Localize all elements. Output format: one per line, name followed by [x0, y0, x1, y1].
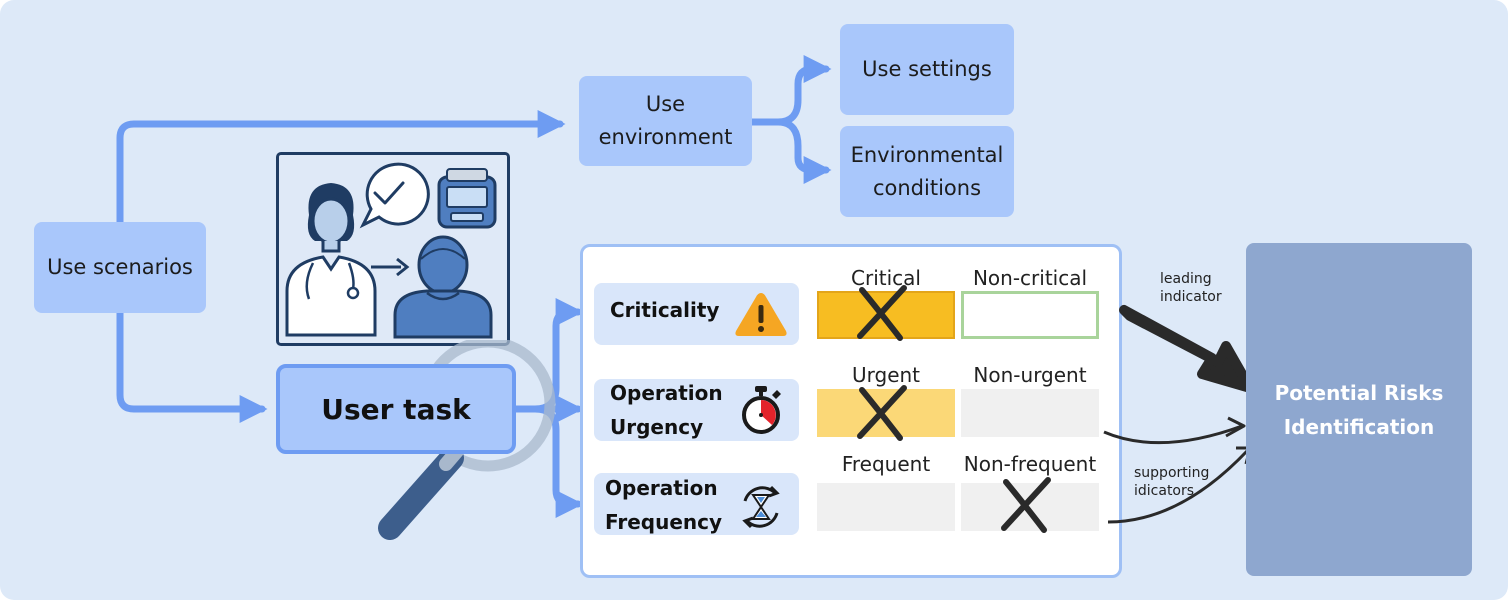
- task-assessment-panel: Criticality Critical Non-critical Operat…: [580, 244, 1122, 578]
- use-environment-label-line1: Use: [645, 92, 686, 116]
- urgency-label-line1: Operation: [610, 381, 723, 405]
- critical-cell: [817, 291, 955, 339]
- use-settings-label: Use settings: [862, 57, 992, 81]
- use-scenarios-node: Use scenarios: [34, 222, 206, 313]
- nonurgent-cell: [961, 389, 1099, 437]
- leading-indicator-note: leading indicator: [1160, 270, 1222, 306]
- frequent-cell: [817, 483, 955, 531]
- noncritical-cell: [961, 291, 1099, 339]
- supporting-indicator-arrow-1: [1103, 424, 1243, 445]
- doctor-icon: [285, 183, 377, 337]
- illustration-graphic: [285, 162, 497, 339]
- potential-risks-line2: Identification: [1283, 414, 1435, 439]
- nonurgent-header: Non-urgent: [973, 363, 1087, 387]
- arrow-right-icon: [371, 257, 410, 277]
- leading-indicator-line2: indicator: [1160, 289, 1222, 305]
- connector-scenarios-to-environment: [116, 110, 566, 226]
- connector-scenarios-to-user-task: [116, 308, 268, 423]
- medical-device-icon: [437, 168, 497, 229]
- criticality-label: Criticality: [610, 298, 720, 322]
- frequency-label-line2: Frequency: [605, 510, 723, 534]
- environmental-conditions-node: Environmental conditions: [840, 126, 1014, 217]
- potential-risks-line1: Potential Risks: [1274, 380, 1444, 405]
- frequency-label-line1: Operation: [605, 476, 718, 500]
- nonfrequent-cell: [961, 483, 1099, 531]
- supporting-indicator-arrow-2: [1107, 448, 1250, 524]
- user-task-label: User task: [321, 392, 471, 426]
- use-environment-label-line2: environment: [598, 125, 733, 149]
- cross-mark-icon: [857, 385, 907, 441]
- urgent-cell: [817, 389, 955, 437]
- potential-risks-label: Potential Risks Identification: [1275, 376, 1444, 444]
- urgency-label-line2: Urgency: [610, 415, 704, 439]
- stopwatch-icon: [742, 386, 781, 434]
- urgent-header: Urgent: [851, 363, 921, 387]
- supporting-indicators-line2: idicators: [1134, 483, 1195, 499]
- speech-bubble-check-icon: [359, 162, 430, 229]
- cross-mark-icon: [1001, 477, 1051, 533]
- hourglass-cycle-icon: [742, 485, 780, 529]
- nonfrequent-header: Non-frequent: [963, 452, 1097, 476]
- patient-icon: [393, 235, 493, 339]
- indicator-arrows: [1103, 305, 1255, 524]
- leading-indicator-arrow: [1119, 305, 1255, 393]
- connector-environment-to-conditions: [748, 118, 832, 184]
- cross-mark-icon: [857, 285, 907, 341]
- leading-indicator-line1: leading: [1160, 271, 1212, 287]
- supporting-indicators-note: supporting idicators: [1134, 464, 1209, 500]
- frequent-header: Frequent: [841, 452, 931, 476]
- user-task-node: User task: [276, 364, 516, 454]
- environmental-conditions-line1: Environmental: [850, 142, 1004, 167]
- potential-risks-node: Potential Risks Identification: [1246, 243, 1472, 576]
- use-scenarios-label: Use scenarios: [47, 255, 193, 279]
- connector-task-to-frequency: [512, 405, 584, 518]
- doctor-patient-illustration: [276, 152, 510, 346]
- environmental-conditions-line2: conditions: [872, 175, 982, 200]
- critical-header: Critical: [851, 266, 921, 290]
- warning-icon: [735, 293, 787, 336]
- connector-environment-to-settings: [748, 55, 832, 126]
- noncritical-header: Non-critical: [972, 266, 1088, 290]
- use-settings-node: Use settings: [840, 24, 1014, 115]
- use-environment-node: Use environment: [579, 76, 752, 166]
- supporting-indicators-line1: supporting: [1134, 465, 1210, 481]
